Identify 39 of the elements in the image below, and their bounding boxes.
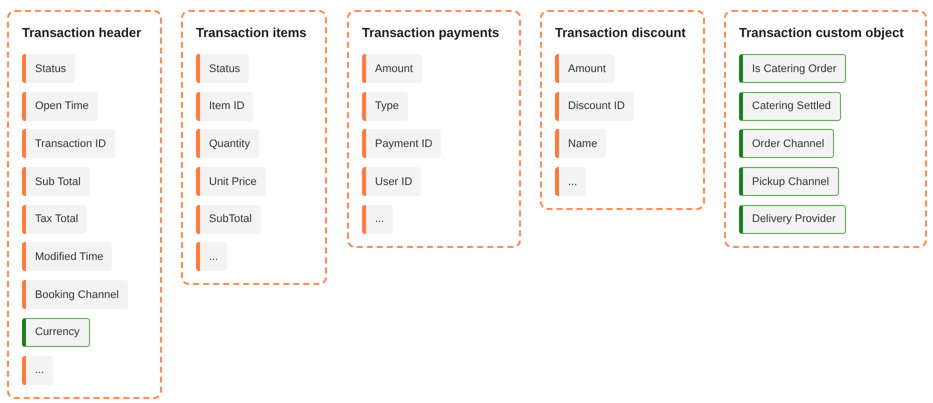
- field-tag: Sub Total: [22, 167, 90, 196]
- custom-field-tag: Is Catering Order: [739, 54, 846, 83]
- field-tag: ...: [22, 356, 54, 384]
- field-tag: Amount: [362, 54, 422, 83]
- group-title: Transaction items: [196, 24, 307, 42]
- field-tag: Unit Price: [196, 167, 266, 196]
- field-tag: Payment ID: [362, 129, 442, 158]
- group-title: Transaction payments: [362, 24, 500, 42]
- field-tag: User ID: [362, 167, 422, 196]
- dashed-group-box: [181, 10, 327, 286]
- group-title: Transaction custom object: [739, 24, 904, 42]
- field-tag: Open Time: [22, 92, 98, 121]
- field-tag: SubTotal: [196, 204, 261, 234]
- custom-field-tag: Order Channel: [739, 129, 834, 158]
- field-tag: Modified Time: [22, 242, 112, 272]
- field-tag: Quantity: [196, 129, 259, 158]
- custom-field-tag: Currency: [22, 318, 90, 347]
- dashed-group-box: [724, 10, 927, 248]
- field-tag: Type: [362, 92, 408, 121]
- custom-field-tag: Delivery Provider: [739, 204, 846, 234]
- dashed-group-box: [7, 10, 162, 398]
- field-tag: Transaction ID: [22, 129, 116, 158]
- field-tag: ...: [196, 242, 228, 272]
- group-title: Transaction header: [22, 24, 142, 42]
- custom-field-tag: Catering Settled: [739, 92, 841, 121]
- field-tag: ...: [362, 204, 394, 234]
- field-tag: Tax Total: [22, 204, 88, 234]
- field-tag: Name: [555, 129, 606, 158]
- field-tag: Amount: [555, 54, 615, 83]
- group-title: Transaction discount: [555, 24, 686, 42]
- dashed-group-box: [347, 10, 521, 248]
- field-tag: Discount ID: [555, 92, 634, 121]
- dashed-group-box: [540, 10, 705, 210]
- field-tag: Booking Channel: [22, 280, 128, 310]
- field-tag: Item ID: [196, 92, 254, 121]
- field-tag: Status: [22, 54, 76, 83]
- field-tag: Status: [196, 54, 250, 83]
- field-tag: ...: [555, 167, 586, 196]
- custom-field-tag: Pickup Channel: [739, 167, 840, 196]
